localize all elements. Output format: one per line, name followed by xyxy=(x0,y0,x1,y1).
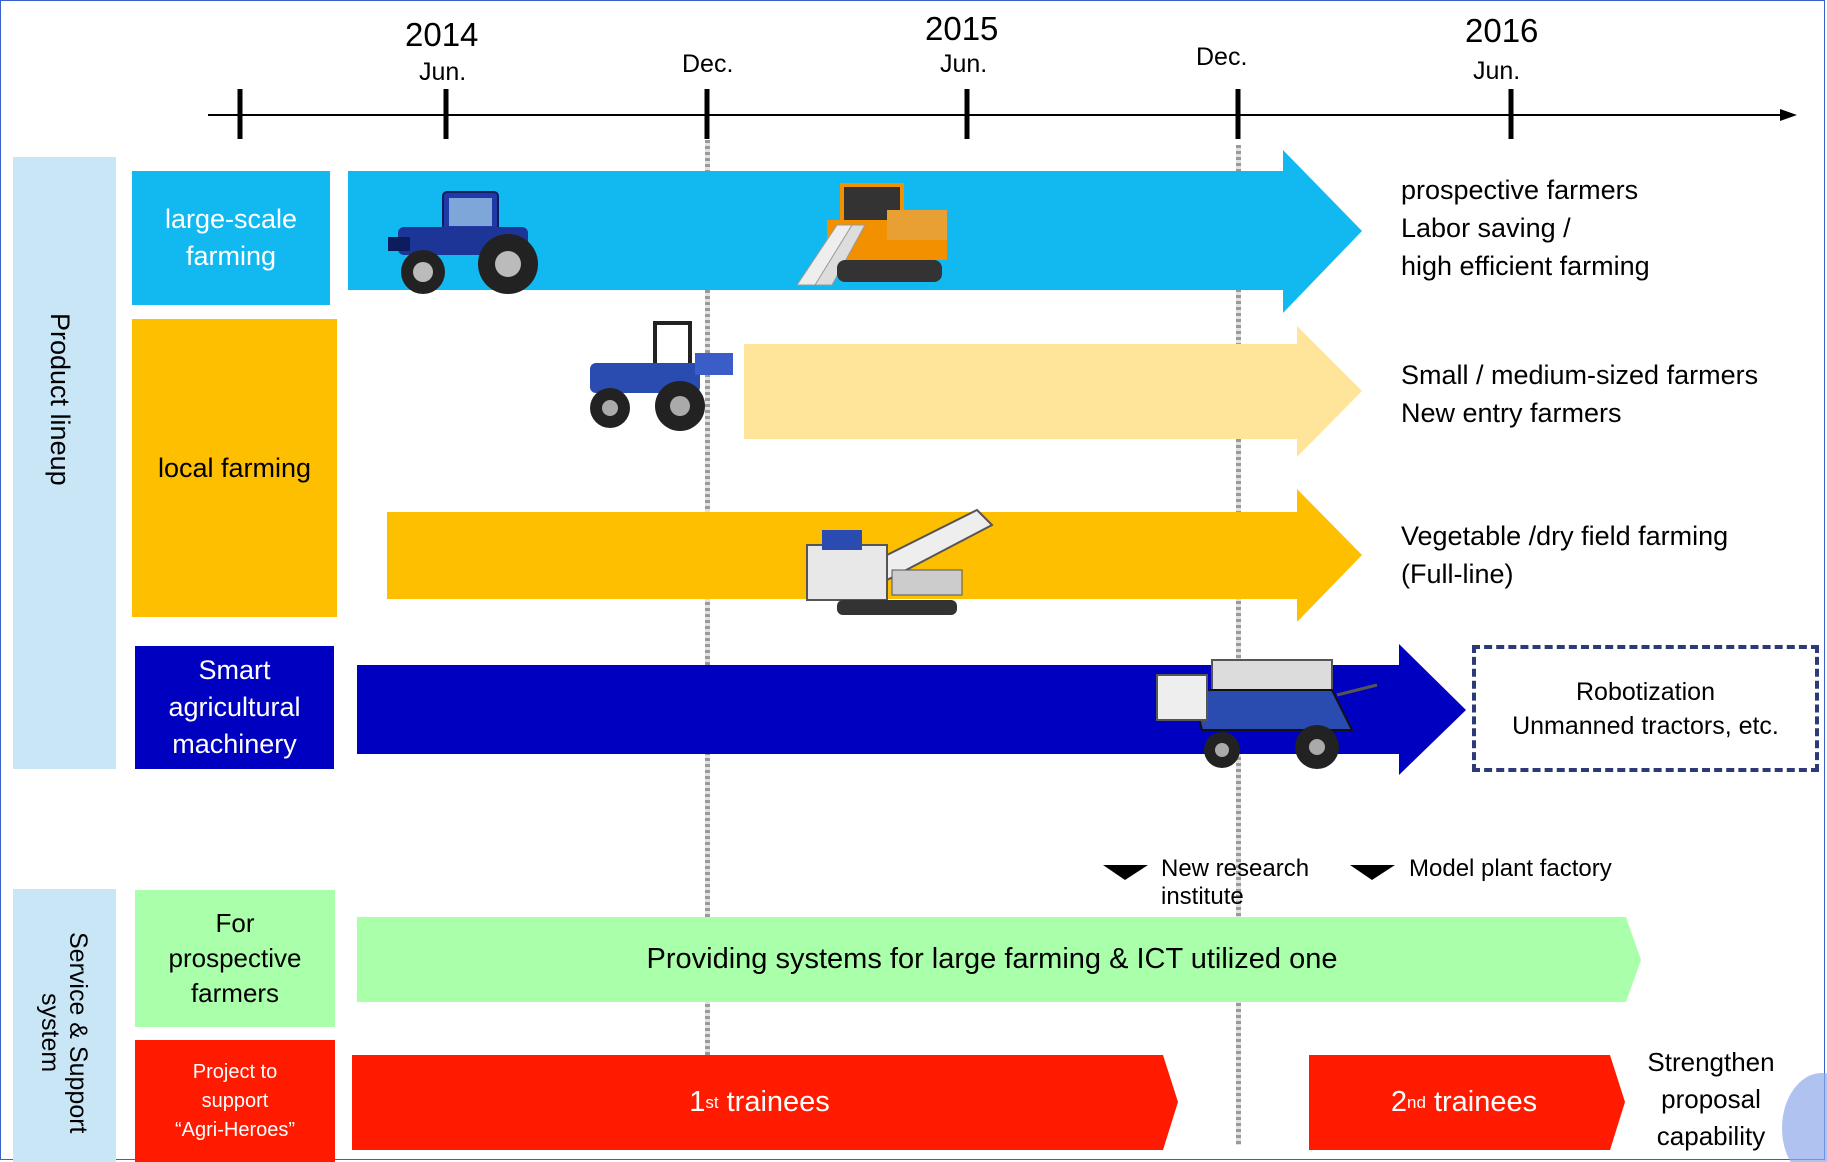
target-large-scale-line3: high efficient farming xyxy=(1401,251,1650,281)
vegetable-transplanter-icon xyxy=(806,508,994,615)
robotization-line2: Unmanned tractors, etc. xyxy=(1512,711,1779,740)
category-prospective-farmers: For prospective farmers xyxy=(135,890,335,1027)
second-trainees-ordinal: nd xyxy=(1406,1092,1426,1112)
strengthen-proposal-note: Strengthen proposal capability xyxy=(1631,1044,1791,1155)
product-lineup-panel xyxy=(13,157,116,769)
category-smart-line2: agricultural xyxy=(168,692,301,722)
guide-line-dec-2014 xyxy=(705,140,710,1145)
arrow-systems xyxy=(357,917,1641,1002)
timeline-axis xyxy=(208,89,1797,139)
milestone-research-line2: institute xyxy=(1161,883,1244,910)
service-support-label: Service & Support system xyxy=(24,905,104,1160)
tick-label-jun-2014: Jun. xyxy=(419,58,467,86)
target-small-medium: Small / medium-sized farmers New entry f… xyxy=(1401,356,1758,432)
milestone-triangle-icon xyxy=(1350,865,1395,880)
target-vegetable-line1: Vegetable /dry field farming xyxy=(1401,521,1729,551)
combine-harvester-icon xyxy=(797,183,947,286)
year-label-2016: 2016 xyxy=(1465,12,1539,49)
milestone-plant-factory: Model plant factory xyxy=(1409,855,1612,882)
arrow-second-trainees xyxy=(1309,1055,1625,1150)
tick-label-jun-2015: Jun. xyxy=(940,50,988,78)
first-trainees-ordinal: st xyxy=(705,1092,719,1112)
category-prospective-line2: prospective xyxy=(168,943,302,973)
milestone-research-institute: New research institute xyxy=(1161,855,1309,911)
category-agri-heroes-line1: Project to xyxy=(192,1060,278,1083)
strengthen-line3: capability xyxy=(1656,1121,1766,1151)
category-smart-line3: machinery xyxy=(172,729,297,759)
systems-arrow-label: Providing systems for large farming & IC… xyxy=(646,943,1338,975)
category-agri-heroes: Project to support “Agri-Heroes” xyxy=(135,1040,335,1162)
service-support-label-line1: Service & Support xyxy=(64,931,92,1134)
axis-arrowhead xyxy=(1780,109,1797,121)
year-label-2014: 2014 xyxy=(405,16,479,53)
target-vegetable-line2: (Full-line) xyxy=(1401,559,1514,589)
target-small-medium-line1: Small / medium-sized farmers xyxy=(1401,360,1759,390)
category-local-farming-label: local farming xyxy=(157,452,312,483)
tick-label-jun-2016: Jun. xyxy=(1473,57,1521,85)
category-smart-line1: Smart xyxy=(198,655,271,685)
strengthen-line1: Strengthen xyxy=(1647,1047,1775,1077)
year-label-2015: 2015 xyxy=(925,10,999,47)
service-support-panel xyxy=(13,889,116,1162)
product-lineup-label: Product lineup xyxy=(45,313,75,486)
tick-label-dec-2015: Dec. xyxy=(1196,43,1248,71)
target-large-scale-line2: Labor saving / xyxy=(1401,213,1571,243)
target-large-scale: prospective farmers Labor saving / high … xyxy=(1401,171,1650,285)
tick-label-dec-2014: Dec. xyxy=(682,50,734,78)
decor-blue-shape xyxy=(1782,1073,1827,1162)
arrow-small-medium xyxy=(744,326,1362,457)
milestone-research-line1: New research xyxy=(1161,855,1310,882)
tractor-icon xyxy=(388,191,538,294)
category-agri-heroes-line3: “Agri-Heroes” xyxy=(174,1118,296,1141)
robot-rice-transplanter-icon xyxy=(1156,659,1378,769)
category-large-scale-line2: farming xyxy=(185,241,277,271)
category-agri-heroes-line2: support xyxy=(201,1089,269,1112)
first-trainees-number: 1 xyxy=(689,1086,706,1118)
target-small-medium-line2: New entry farmers xyxy=(1401,398,1622,428)
category-large-scale-farming: large-scale farming xyxy=(132,171,330,305)
first-trainees-text: trainees xyxy=(718,1086,830,1118)
second-trainees-text: trainees xyxy=(1425,1086,1538,1118)
second-trainees-number: 2 xyxy=(1390,1086,1407,1118)
category-large-scale-line1: large-scale xyxy=(164,204,298,234)
milestone-triangle-icon xyxy=(1103,865,1148,880)
category-local-farming: local farming xyxy=(132,319,337,617)
arrow-first-trainees xyxy=(352,1055,1178,1150)
robotization-line1: Robotization xyxy=(1576,677,1715,706)
target-vegetable: Vegetable /dry field farming (Full-line) xyxy=(1401,517,1728,593)
category-smart-machinery: Smart agricultural machinery xyxy=(135,646,334,769)
target-large-scale-line1: prospective farmers xyxy=(1401,175,1639,205)
strengthen-line2: proposal xyxy=(1661,1084,1761,1114)
category-prospective-line3: farmers xyxy=(190,978,280,1008)
service-support-label-line2: system xyxy=(36,992,64,1073)
guide-line-dec-2015 xyxy=(1236,145,1241,1145)
compact-tractor-icon xyxy=(590,321,733,431)
category-prospective-line1: For xyxy=(215,908,255,938)
robotization-box: Robotization Unmanned tractors, etc. xyxy=(1472,645,1819,772)
